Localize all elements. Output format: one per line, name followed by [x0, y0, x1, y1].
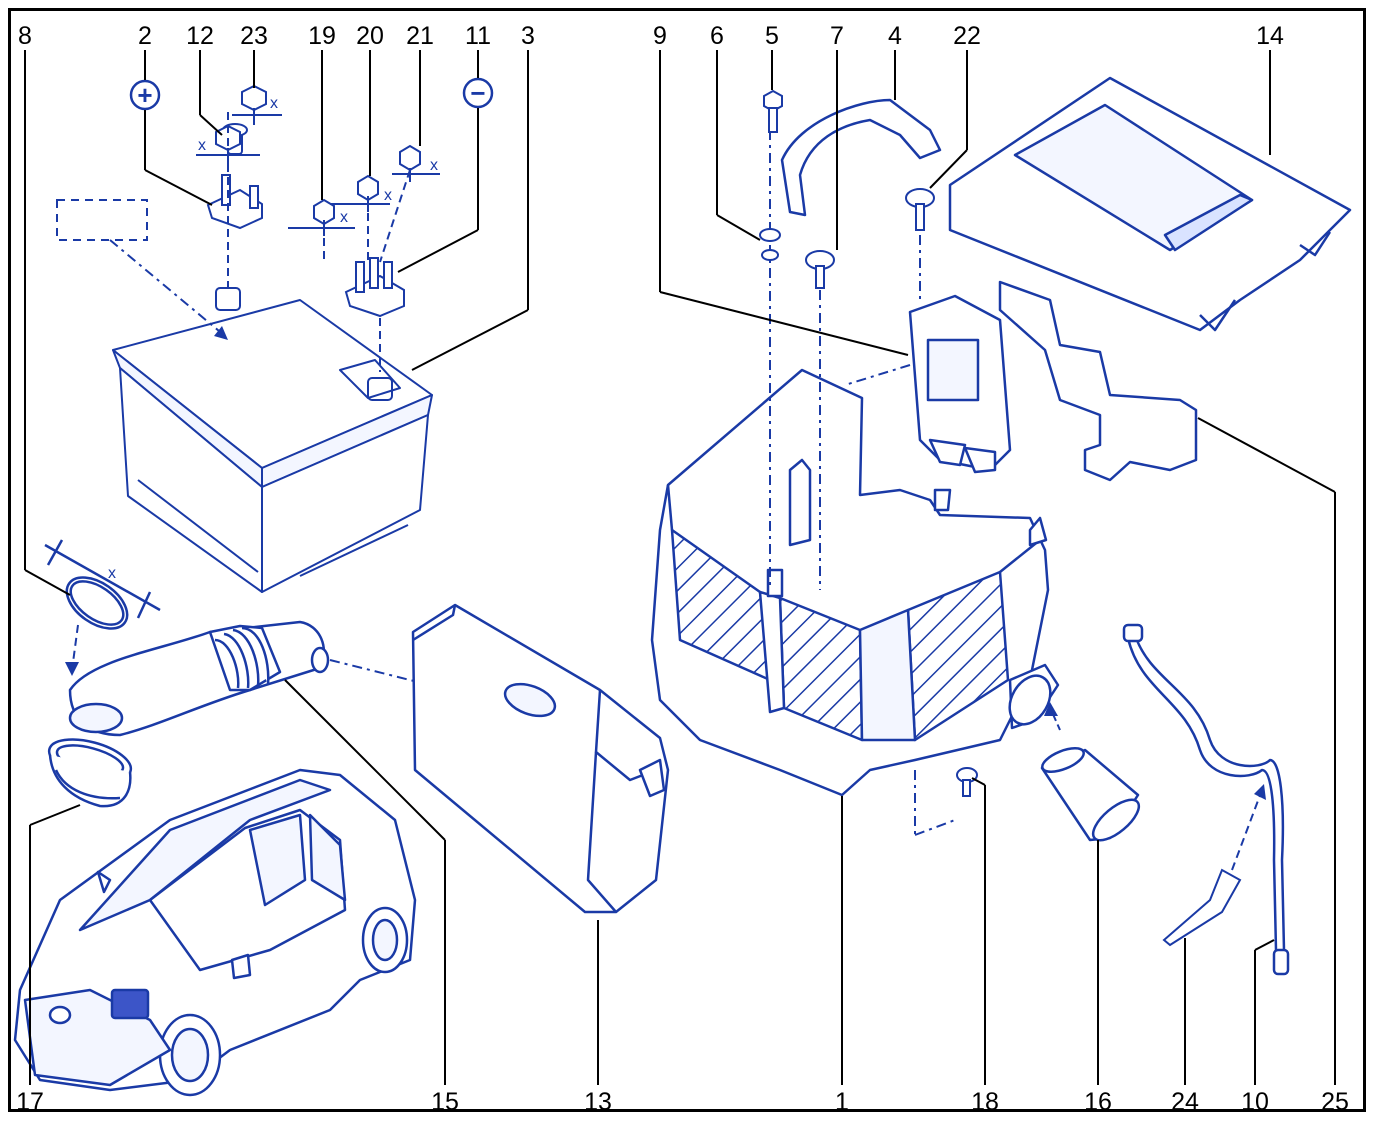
svg-text:+: + — [137, 80, 152, 110]
vent-hose — [1122, 623, 1290, 976]
air-duct — [68, 620, 330, 737]
ref-label-7: 7 — [830, 22, 844, 50]
ref-label-6: 6 — [710, 22, 724, 50]
ref-label-17: 17 — [16, 1088, 44, 1116]
ref-label-2: 2 — [138, 22, 152, 50]
dimension-x-21: x — [430, 157, 438, 174]
mounting-bracket — [998, 280, 1198, 482]
heat-shield — [411, 603, 670, 914]
ref-label-11: 11 — [465, 22, 491, 50]
ref-label-22: 22 — [953, 22, 981, 50]
fixing-lines — [769, 130, 956, 836]
ref-label-9: 9 — [653, 22, 667, 50]
air-inlet-sleeve — [1040, 747, 1141, 842]
ref-label-10: 10 — [1241, 1088, 1269, 1116]
ref-label-23: 23 — [240, 22, 268, 50]
arrow-icon — [65, 662, 79, 676]
svg-text:−: − — [470, 78, 485, 108]
vehicle-location-view — [13, 768, 417, 1097]
dimension-x-19: x — [340, 209, 348, 226]
hose-clip — [1162, 868, 1242, 947]
hose-clamp — [44, 539, 161, 630]
ref-label-24: 24 — [1171, 1088, 1199, 1116]
arrow-icon — [214, 326, 228, 340]
fuse-box — [908, 294, 1012, 474]
ref-label-18: 18 — [971, 1088, 999, 1116]
ref-label-5: 5 — [765, 22, 779, 50]
dimension-x-20: x — [384, 187, 392, 204]
negative-terminal-clamp — [344, 257, 405, 318]
dimension-lines — [196, 108, 440, 372]
intake-sleeve — [47, 738, 133, 808]
bolts — [759, 89, 978, 797]
ref-label-14: 14 — [1256, 22, 1284, 50]
dimension-x-12: x — [198, 137, 206, 154]
ref-label-3: 3 — [521, 22, 535, 50]
ref-label-1: 1 — [835, 1088, 849, 1116]
terminal-nuts — [215, 84, 421, 226]
label-placeholder-box — [56, 199, 148, 241]
leader-lines — [24, 50, 1336, 1085]
battery-cover — [948, 76, 1352, 332]
ref-label-21: 21 — [406, 22, 434, 50]
ref-label-15: 15 — [431, 1088, 459, 1116]
ref-label-12: 12 — [186, 22, 214, 50]
hold-down-bracket — [780, 98, 942, 217]
positive-polarity-icon: + — [129, 79, 161, 111]
ref-label-19: 19 — [308, 22, 336, 50]
ref-label-4: 4 — [888, 22, 902, 50]
dimension-x-23: x — [270, 95, 278, 112]
battery-tray — [650, 368, 1060, 797]
negative-polarity-icon: − — [462, 77, 494, 109]
arrow-icon — [1044, 702, 1058, 716]
ref-label-8: 8 — [18, 22, 32, 50]
ref-label-13: 13 — [584, 1088, 612, 1116]
ref-label-16: 16 — [1084, 1088, 1112, 1116]
arrow-icon — [1254, 784, 1266, 800]
dimension-x-8: x — [108, 565, 116, 582]
battery — [112, 287, 433, 593]
ref-label-25: 25 — [1321, 1088, 1349, 1116]
ref-label-20: 20 — [356, 22, 384, 50]
